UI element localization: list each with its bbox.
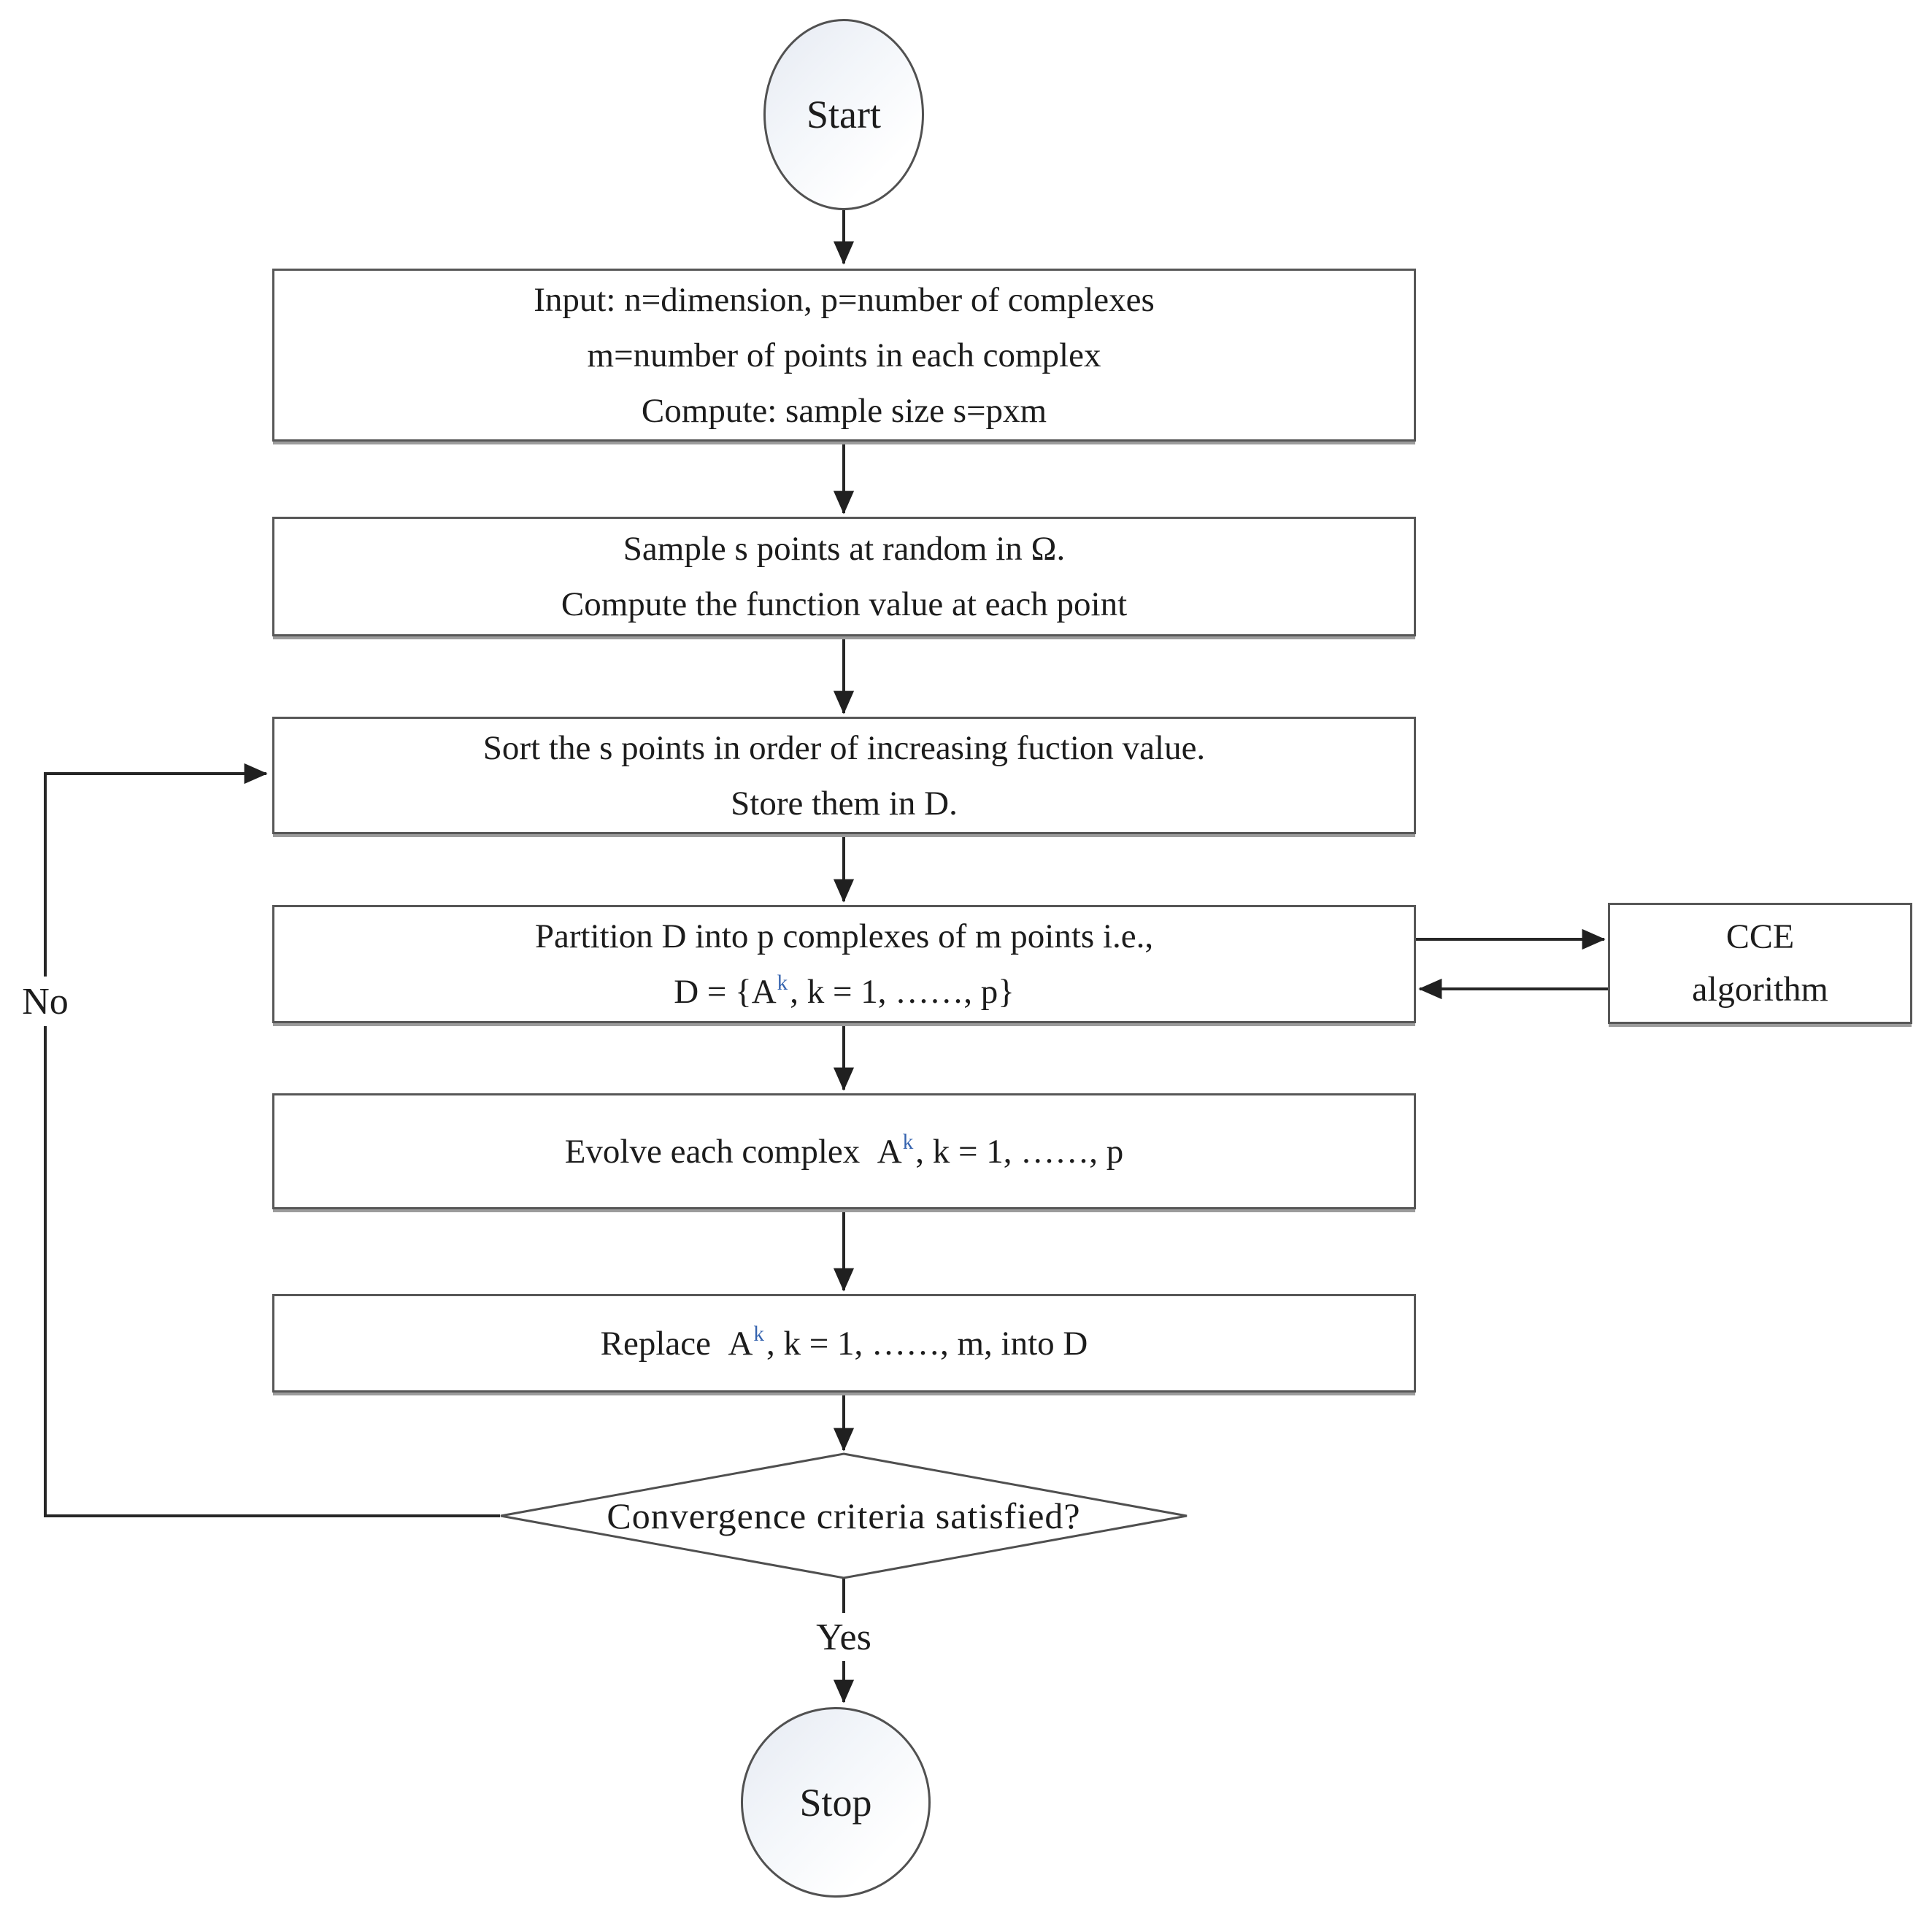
start-terminal: Start [763,19,924,210]
partition-formula: D = {Ak, k = 1, ……, p} [674,964,1015,1020]
yes-text: Yes [816,1616,871,1658]
replace-process-box: Replace Ak, k = 1, ……, m, into D [272,1294,1416,1393]
no-edge-label: No [7,977,83,1026]
cce-algorithm-box: CCE algorithm [1608,903,1912,1024]
replace-formula-prefix: Replace A [600,1324,753,1363]
sort-line-2: Store them in D. [731,784,958,823]
sort-line-1: Sort the s points in order of increasing… [482,728,1206,767]
stop-label: Stop [799,1780,872,1825]
partition-formula-suffix: , k = 1, ……, p} [790,973,1015,1011]
start-label: Start [807,93,881,136]
sort-process-box: Sort the s points in order of increasing… [272,717,1416,834]
cce-line-1: CCE [1725,917,1795,956]
input-line-2: m=number of points in each complex [587,336,1101,374]
evolve-process-box: Evolve each complex Ak, k = 1, ……, p [272,1093,1416,1209]
input-line-1: Input: n=dimension, p=number of complexe… [534,280,1155,319]
cce-line-2: algorithm [1692,970,1828,1009]
evolve-formula: Evolve each complex Ak, k = 1, ……, p [565,1124,1124,1179]
decision-diamond-shape [500,1452,1188,1579]
evolve-superscript-k: k [902,1131,914,1155]
input-line-3: Compute: sample size s=pxm [641,391,1047,430]
stop-terminal: Stop [741,1707,931,1898]
replace-formula-suffix: , k = 1, ……, m, into D [766,1324,1088,1363]
partition-superscript-k: k [777,971,788,995]
partition-line-1: Partition D into p complexes of m points… [534,917,1154,955]
convergence-decision-label: Convergence criteria satisfied? [501,1492,1187,1540]
sample-line-2: Compute the function value at each point [561,585,1128,623]
partition-formula-prefix: D = {A [674,973,777,1011]
sample-line-1: Sample s points at random in Ω. [623,530,1066,568]
evolve-formula-prefix: Evolve each complex A [564,1132,902,1171]
replace-formula: Replace Ak, k = 1, ……, m, into D [601,1316,1088,1371]
arrow-decision-no-loop [44,763,500,1517]
no-text: No [22,980,69,1022]
evolve-formula-suffix: , k = 1, ……, p [915,1132,1124,1171]
decision-text: Convergence criteria satisfied? [607,1495,1081,1536]
partition-process-box: Partition D into p complexes of m points… [272,905,1416,1023]
input-process-box: Input: n=dimension, p=number of complexe… [272,269,1416,442]
sample-process-box: Sample s points at random in Ω. Compute … [272,517,1416,636]
yes-edge-label: Yes [800,1613,888,1661]
replace-superscript-k: k [753,1322,764,1347]
